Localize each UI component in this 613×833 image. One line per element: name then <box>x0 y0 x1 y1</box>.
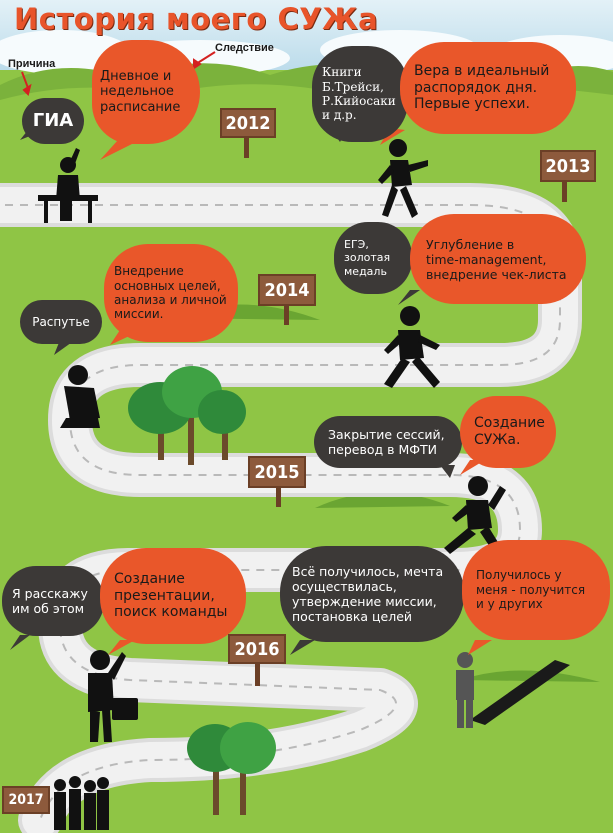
year-sign-2012: 2012 <box>220 108 276 138</box>
bubble-ege: ЕГЭ, золотая медаль <box>334 222 412 294</box>
bubble-deepening: Углубление в time-management, внедрение … <box>410 214 586 304</box>
bubble-schedule: Дневное и недельное расписание <box>92 40 200 144</box>
bubble-goals: Внедрение основных целей, анализа и личн… <box>104 244 238 342</box>
crouching-man-silhouette <box>60 365 100 428</box>
student-at-desk-silhouette <box>38 148 98 223</box>
year-sign-2016: 2016 <box>228 634 286 664</box>
year-sign-2015: 2015 <box>248 456 306 488</box>
bubble-presentation: Создание презентации, поиск команды <box>100 548 246 644</box>
year-sign-2014: 2014 <box>258 274 316 306</box>
running-man-silhouette <box>444 476 506 556</box>
bubble-gia: ГИА <box>22 98 84 144</box>
bubble-tell: Я расскажу им об этом <box>2 566 104 636</box>
man-with-briefcase-silhouette <box>88 650 138 742</box>
hill <box>460 670 600 682</box>
sign-posts <box>244 136 567 686</box>
walking-man-silhouette <box>378 139 428 218</box>
bubble-others: Получилось у меня - получится и у других <box>462 540 610 640</box>
red-arrows <box>21 51 216 96</box>
bubble-books: Книги Б.Трейси, Р.Кийосаки и д.р. <box>312 46 408 142</box>
group-of-people-silhouette <box>54 776 109 830</box>
bubble-crossroad: Распутье <box>20 300 102 344</box>
bubble-faith: Вера в идеальный распорядок дня. Первые … <box>400 42 576 134</box>
effect-label: Следствие <box>215 42 274 54</box>
running-man-silhouette <box>384 306 440 388</box>
bubble-creation: Создание СУЖа. <box>460 396 556 468</box>
year-sign-2017: 2017 <box>2 786 50 814</box>
cause-label: Причина <box>8 58 56 70</box>
bubble-sessions: Закрытие сессий, перевод в МФТИ <box>314 416 462 468</box>
year-sign-2013: 2013 <box>540 150 596 182</box>
page-title: История моего СУЖа <box>14 2 379 36</box>
trees <box>128 366 246 465</box>
trees <box>187 722 276 815</box>
man-with-shadow-silhouette <box>456 652 570 728</box>
bubble-dream: Всё получилось, мечта осуществилась, утв… <box>280 546 464 642</box>
